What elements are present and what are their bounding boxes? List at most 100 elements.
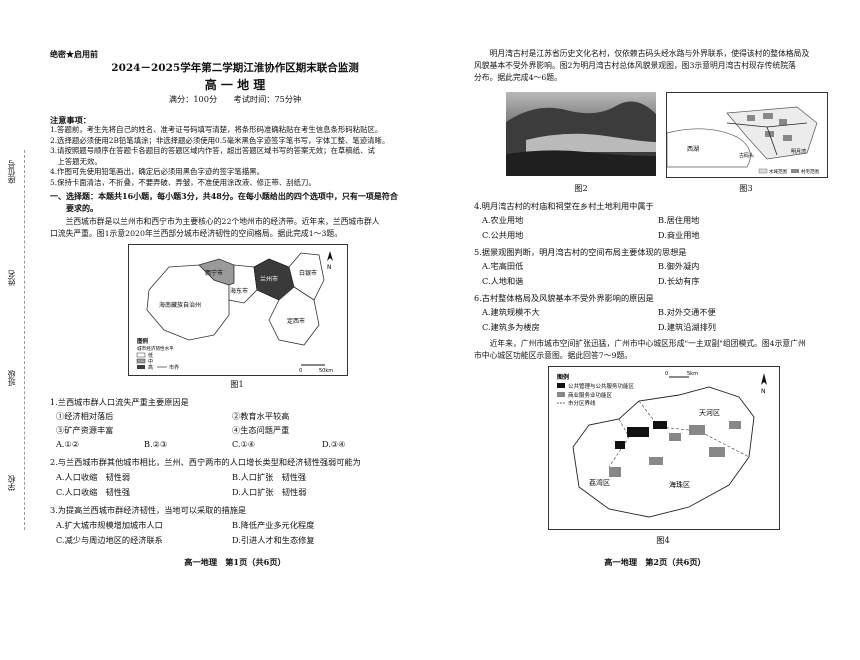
figure4-map: 天河区 海珠区 荔湾区 图例 公共管理与公共服务功能区 商业服务业功能区 市分区… xyxy=(548,366,780,530)
courtyard xyxy=(779,119,787,125)
q6-option-d[interactable]: D.建筑沿湖排列 xyxy=(658,322,716,332)
figure1-caption: 图1 xyxy=(230,379,244,389)
scale-zero: 0 xyxy=(299,368,302,374)
seat-label: 座位号 xyxy=(7,160,16,184)
commercial-zone xyxy=(689,425,705,435)
label-baiyin: 白银市 xyxy=(299,269,317,277)
q1-statement: ④生态问题严重 xyxy=(232,425,290,435)
legend-title: 图例 xyxy=(557,373,569,381)
haizhu-label: 海珠区 xyxy=(669,480,690,489)
label-lanzhou: 兰州市 xyxy=(260,275,278,283)
legend-low: 低 xyxy=(148,352,153,359)
commercial-zone xyxy=(709,447,725,457)
q5-option-d[interactable]: D.长幼有序 xyxy=(658,276,700,286)
figure3-svg: 西湖 古码头 明月湾 水域范围 村宅范围 xyxy=(666,106,819,175)
note-item: 3.请按照题号顺序在答题卡各题目的答题区域内作答，超出答题区域书写的答案无效；在… xyxy=(50,146,375,155)
q5-option-c[interactable]: C.人地和谐 xyxy=(482,276,524,286)
scale-zero: 0 xyxy=(665,371,668,377)
legend-high-swatch xyxy=(137,365,145,369)
q1-option-b[interactable]: B.②③ xyxy=(144,439,168,449)
q2-option-c[interactable]: C.人口收缩 韧性强 xyxy=(56,487,131,497)
hainan-region xyxy=(146,264,230,341)
commercial-zone xyxy=(609,467,621,477)
question-1: 1.兰西城市群人口流失严重主要原因是 xyxy=(50,397,189,407)
secret-mark: 绝密★启用前 xyxy=(50,49,98,59)
q1-option-d[interactable]: D.③④ xyxy=(322,439,346,449)
legend1-swatch xyxy=(758,168,768,174)
page1-footer: 高一地理 第1页（共6页） xyxy=(184,557,286,567)
legend-low-swatch xyxy=(136,352,146,358)
q3-option-c[interactable]: C.减少与周边地区的经济联系 xyxy=(56,535,163,545)
figure1-svg: 西宁市 海东市 兰州市 白银市 定西市 海南藏族自治州 N 图例 城市经济韧性水… xyxy=(136,251,333,374)
public-service-zone xyxy=(653,421,667,429)
north-label: N xyxy=(327,264,332,271)
label-haidong: 海东市 xyxy=(230,287,248,295)
q4-option-b[interactable]: B.居住用地 xyxy=(658,215,700,225)
figure4-svg: 天河区 海珠区 荔湾区 图例 公共管理与公共服务功能区 商业服务业功能区 市分区… xyxy=(557,371,767,518)
q1-statement: ②教育水平较高 xyxy=(232,411,290,421)
q5-option-b[interactable]: B.御外凝内 xyxy=(658,261,700,271)
legend-subtitle: 城市经济韧性水平 xyxy=(137,345,174,352)
public-service-zone xyxy=(615,441,625,449)
q6-option-a[interactable]: A.建筑规模不大 xyxy=(482,307,540,317)
courtyard xyxy=(783,135,792,141)
q2-option-d[interactable]: D.人口扩张 韧性弱 xyxy=(232,487,307,497)
question-6: 6.古村整体格局及风貌基本不受外界影响的原因是 xyxy=(474,293,654,303)
legend-mid-swatch xyxy=(136,358,146,364)
intro-q4-6-line1: 明月湾古村是江苏省历史文化名村，仅依赖古码头经水路与外界联系，使得该村的整体格局… xyxy=(474,49,810,58)
commercial-zone xyxy=(669,433,681,441)
courtyard xyxy=(747,115,755,121)
score-time: 满分：100分 考试时间：75分钟 xyxy=(168,94,302,104)
q4-option-a[interactable]: A.农业用地 xyxy=(482,215,524,225)
page2-footer: 高一地理 第2页（共6页） xyxy=(604,557,706,567)
intro-q4-6-line2: 风貌基本不受外界影响。图2为明月湾古村总体风貌景观图，图3示意明月湾古村现存传统… xyxy=(474,61,796,70)
q5-option-a[interactable]: A.宅高田低 xyxy=(482,261,524,271)
note-item: 4.作图可先使用铅笔画出，确定后必须用黑色字迹的签字笔描黑。 xyxy=(50,167,264,176)
question-4: 4.明月湾古村的村庙和祠堂在乡村土地利用中属于 xyxy=(474,201,654,211)
scale-end: 5km xyxy=(687,371,698,377)
legend2-swatch xyxy=(791,169,799,173)
question-2: 2.与兰西城市群其他城市相比，兰州、西宁两市的人口增长类型和经济韧性强弱可能为 xyxy=(50,457,361,467)
legend2-label: 村宅范围 xyxy=(801,168,819,175)
label-xining: 西宁市 xyxy=(205,269,223,277)
legend-boundary: 市分区界线 xyxy=(568,399,596,407)
section1-heading-cont: 要求的。 xyxy=(50,203,98,213)
q4-option-d[interactable]: D.商业用地 xyxy=(658,230,700,240)
q6-option-b[interactable]: B.对外交通不便 xyxy=(658,307,716,317)
question-5: 5.据景观图判断，明月湾古村的空间布局主要体现的思想是 xyxy=(474,247,687,257)
notes-heading: 注意事项： xyxy=(50,115,91,125)
q1-statement: ③矿产资源丰富 xyxy=(56,425,114,435)
village-label: 明月湾 xyxy=(791,148,806,155)
legend-border: 市界 xyxy=(169,364,179,371)
figure3-map: 西湖 古码头 明月湾 水域范围 村宅范围 xyxy=(666,92,828,178)
subject-title: 高 一 地 理 xyxy=(204,78,266,92)
q4-option-c[interactable]: C.公共用地 xyxy=(482,230,524,240)
q1-option-c[interactable]: C.①④ xyxy=(232,439,256,449)
note-item: 1.答题前，考生先将自己的姓名、准考证号码填写清楚，将条形码准确粘贴在考生信息条… xyxy=(50,125,383,134)
binding-line xyxy=(24,150,25,530)
figure4-caption: 图4 xyxy=(656,535,670,545)
q1-option-a[interactable]: A.①② xyxy=(56,439,80,449)
q3-option-a[interactable]: A.扩大城市规模增加城市人口 xyxy=(56,520,163,530)
intro-q7-9-line2: 市中心城区功能区示意图。据此回答7～9题。 xyxy=(474,351,633,360)
lake-area xyxy=(666,128,751,168)
north-arrow-icon xyxy=(327,251,333,261)
figure2-svg xyxy=(506,101,656,176)
intro-q4-6-line3: 分布。据此完成4～6题。 xyxy=(474,73,562,82)
village-roofs xyxy=(526,133,656,152)
label-dingxi: 定西市 xyxy=(287,317,305,325)
legend-commercial: 商业服务业功能区 xyxy=(568,391,613,399)
commercial-zone xyxy=(729,421,741,429)
school-label: 学校 xyxy=(7,475,16,491)
q2-option-b[interactable]: B.人口扩张 韧性强 xyxy=(232,472,307,482)
north-label: N xyxy=(761,388,766,395)
q3-option-d[interactable]: D.引进人才和生态修复 xyxy=(232,535,315,545)
q3-option-b[interactable]: B.降低产业多元化程度 xyxy=(232,520,315,530)
q2-option-a[interactable]: A.人口收缩 韧性弱 xyxy=(56,472,131,482)
q6-option-c[interactable]: C.建筑多为楼房 xyxy=(482,322,540,332)
legend1-label: 水域范围 xyxy=(769,168,787,175)
figure2-photo xyxy=(506,92,656,176)
section1-heading: 一、选择题：本题共16小题，每小题3分，共48分。在每小题给出的四个选项中，只有… xyxy=(50,191,398,201)
city-outline xyxy=(572,386,755,518)
note-item: 上答题无效。 xyxy=(50,156,102,166)
